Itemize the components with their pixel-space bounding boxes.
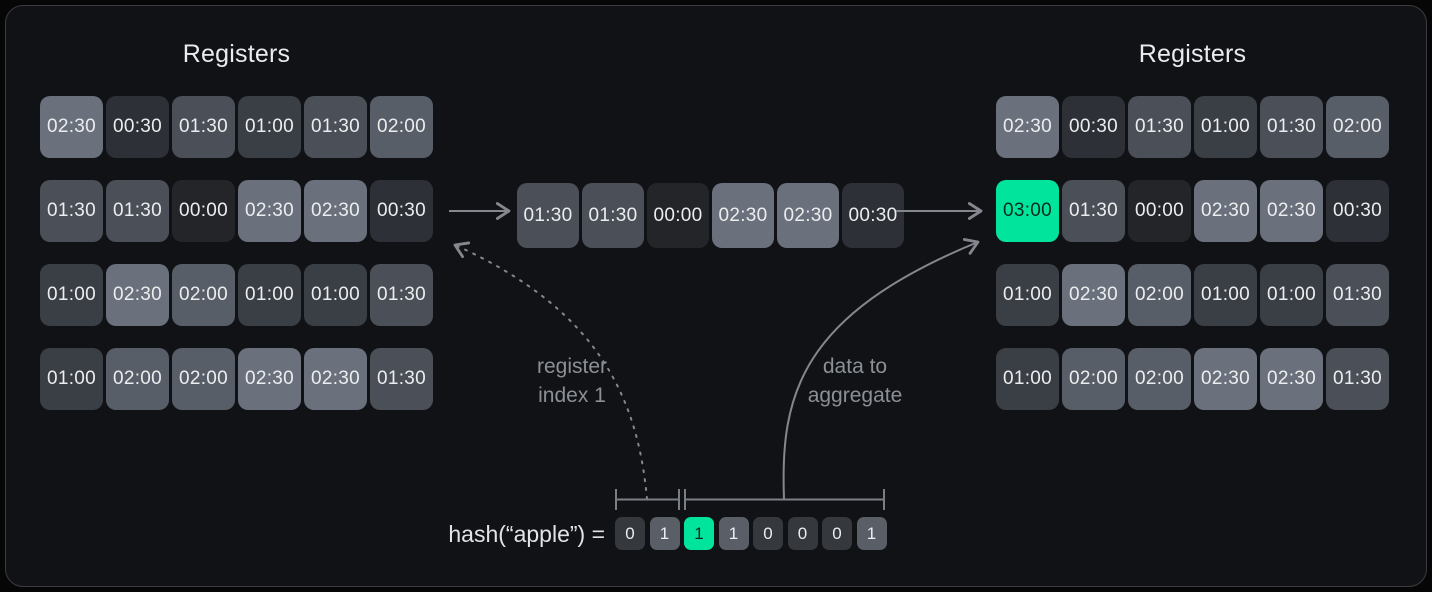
register-cell: 01:30 xyxy=(1326,348,1389,410)
register-index-label-line2: index 1 xyxy=(538,384,606,407)
register-cell: 02:00 xyxy=(370,96,433,158)
register-cell: 01:00 xyxy=(238,264,301,326)
hash-bit: 0 xyxy=(787,517,818,550)
register-cell: 01:30 xyxy=(1260,96,1323,158)
register-cell: 01:00 xyxy=(304,264,367,326)
register-cell: 00:30 xyxy=(106,96,169,158)
right-registers-title: Registers xyxy=(1138,40,1247,68)
register-cell: 02:30 xyxy=(238,180,301,242)
register-cell: 02:00 xyxy=(1128,348,1191,410)
register-cell: 01:00 xyxy=(40,264,103,326)
register-cell: 02:30 xyxy=(1194,180,1257,242)
left-registers-title: Registers xyxy=(182,40,291,68)
register-cell: 02:00 xyxy=(1326,96,1389,158)
data-to-aggregate-label: data to aggregate xyxy=(765,352,945,410)
register-index-label: register index 1 xyxy=(482,352,662,410)
hash-bit: 0 xyxy=(615,517,645,550)
register-cell: 01:30 xyxy=(517,183,579,248)
register-cell: 01:30 xyxy=(370,264,433,326)
hash-bit: 0 xyxy=(753,517,783,550)
register-cell: 01:30 xyxy=(304,96,367,158)
register-cell: 01:30 xyxy=(1128,96,1191,158)
register-cell: 01:30 xyxy=(172,96,235,158)
register-cell: 00:30 xyxy=(842,183,904,248)
hash-bit-highlighted: 1 xyxy=(684,517,714,550)
register-cell: 01:30 xyxy=(40,180,103,242)
hash-expression: hash(“apple”) = xyxy=(448,521,605,547)
register-cell: 02:30 xyxy=(106,264,169,326)
hash-bit: 1 xyxy=(856,517,887,550)
register-cell: 01:30 xyxy=(1326,264,1389,326)
register-cell: 01:30 xyxy=(1062,180,1125,242)
register-cell: 01:00 xyxy=(996,264,1059,326)
register-cell-highlighted: 03:00 xyxy=(996,180,1059,242)
register-cell: 02:00 xyxy=(1128,264,1191,326)
hash-bit: 1 xyxy=(718,517,749,550)
register-cell: 02:30 xyxy=(40,96,103,158)
register-cell: 02:30 xyxy=(1194,348,1257,410)
register-cell: 02:30 xyxy=(238,348,301,410)
register-cell: 00:00 xyxy=(1128,180,1191,242)
register-cell: 02:00 xyxy=(172,348,235,410)
register-cell: 01:00 xyxy=(238,96,301,158)
register-cell: 02:00 xyxy=(172,264,235,326)
register-cell: 01:30 xyxy=(370,348,433,410)
register-cell: 00:00 xyxy=(647,183,709,248)
register-cell: 01:00 xyxy=(40,348,103,410)
register-cell: 02:30 xyxy=(1260,180,1323,242)
hash-bit: 0 xyxy=(822,517,852,550)
register-index-label-line1: register xyxy=(536,355,608,378)
data-to-aggregate-label-line1: data to xyxy=(822,355,888,378)
register-cell: 02:30 xyxy=(712,183,774,248)
register-cell: 02:30 xyxy=(1062,264,1125,326)
register-cell: 01:00 xyxy=(1260,264,1323,326)
register-cell: 02:30 xyxy=(996,96,1059,158)
register-cell: 01:30 xyxy=(106,180,169,242)
register-cell: 02:30 xyxy=(304,348,367,410)
register-cell: 00:30 xyxy=(1062,96,1125,158)
register-cell: 02:30 xyxy=(304,180,367,242)
hash-bit: 1 xyxy=(649,517,680,550)
register-cell: 01:00 xyxy=(996,348,1059,410)
register-cell: 02:30 xyxy=(777,183,839,248)
register-cell: 00:30 xyxy=(1326,180,1389,242)
register-cell: 02:00 xyxy=(106,348,169,410)
register-cell: 00:30 xyxy=(370,180,433,242)
register-cell: 01:00 xyxy=(1194,96,1257,158)
data-to-aggregate-label-line2: aggregate xyxy=(807,384,903,407)
register-cell: 02:00 xyxy=(1062,348,1125,410)
register-cell: 02:30 xyxy=(1260,348,1323,410)
register-cell: 01:30 xyxy=(582,183,644,248)
register-cell: 01:00 xyxy=(1194,264,1257,326)
register-cell: 00:00 xyxy=(172,180,235,242)
